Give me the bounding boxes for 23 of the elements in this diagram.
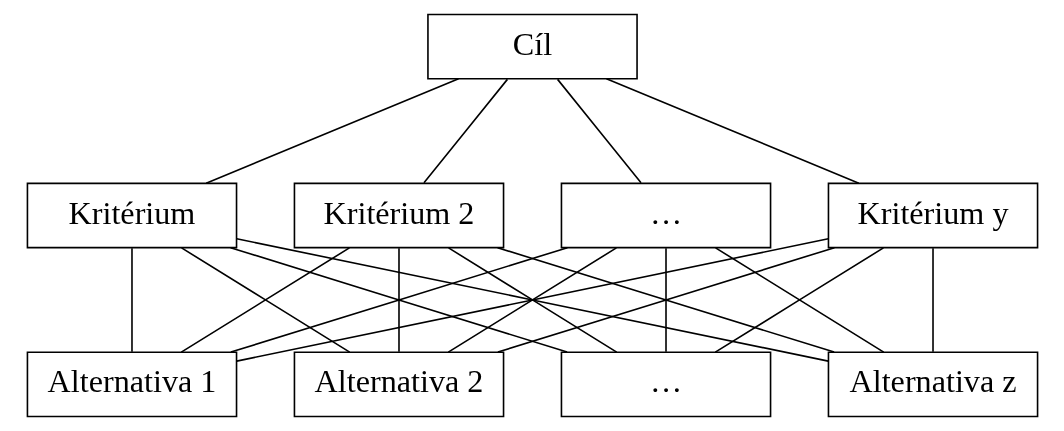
node-box: … (560, 182, 771, 249)
connector (714, 247, 884, 353)
connector (931, 247, 934, 353)
node-box: … (560, 351, 771, 418)
node-box: Alternativa 2 (293, 351, 504, 418)
connector (664, 247, 667, 353)
node-box: Alternativa z (827, 351, 1038, 418)
node-box: Kritérium y (827, 182, 1038, 249)
node-box: Alternativa 1 (26, 351, 237, 418)
connector (235, 237, 829, 362)
connector (397, 247, 400, 353)
connector (130, 247, 133, 353)
connector (229, 246, 568, 353)
connector (447, 247, 617, 353)
connector (204, 78, 459, 184)
node-box: Cíl (426, 13, 638, 80)
connector (496, 246, 835, 353)
connector (422, 78, 508, 184)
node-box: Kritérium (26, 182, 237, 249)
connector (605, 78, 860, 184)
node-box: Kritérium 2 (293, 182, 504, 249)
connector (180, 247, 350, 353)
connector (556, 78, 642, 184)
